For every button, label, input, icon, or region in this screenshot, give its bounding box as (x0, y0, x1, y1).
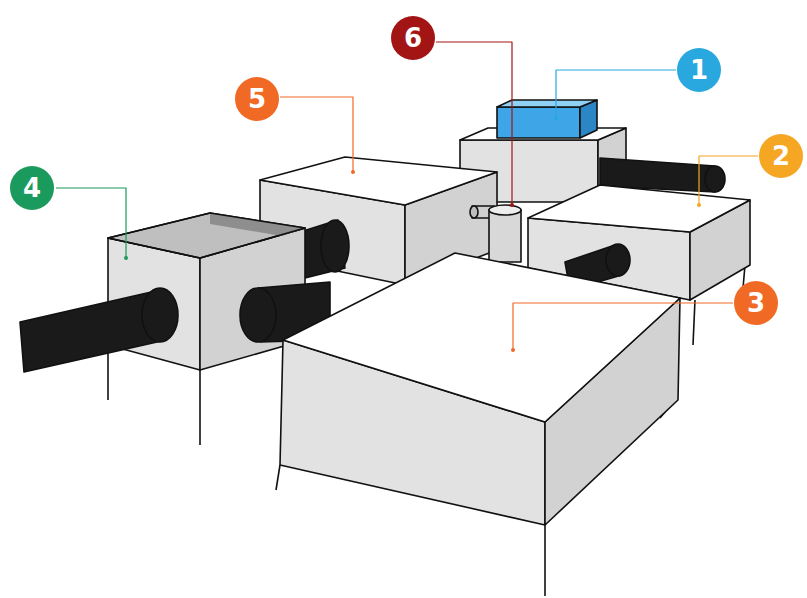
leader-line (513, 303, 733, 350)
callout-number: 6 (404, 25, 422, 51)
pipe (300, 220, 349, 278)
callout-circle: 2 (759, 134, 803, 178)
callout-number: 5 (248, 86, 266, 112)
leader-line (280, 97, 353, 172)
leader-lines (56, 42, 758, 350)
leader-line (699, 156, 758, 205)
callout-number: 4 (23, 175, 41, 201)
callout-circle: 1 (677, 48, 721, 92)
small-cylinder (470, 205, 521, 262)
pipe (20, 288, 178, 372)
tank-box-3 (276, 253, 680, 596)
leader-line (556, 70, 676, 118)
callout-circle: 6 (391, 16, 435, 60)
callout-number: 3 (747, 290, 765, 316)
leader-dots (124, 116, 701, 352)
callout-circle: 5 (235, 77, 279, 121)
callout-number: 2 (772, 143, 790, 169)
leader-line (56, 188, 126, 258)
leader-line (436, 42, 512, 205)
callout-circle: 3 (734, 281, 778, 325)
callout-circle: 4 (10, 166, 54, 210)
callout-number: 1 (690, 57, 708, 83)
